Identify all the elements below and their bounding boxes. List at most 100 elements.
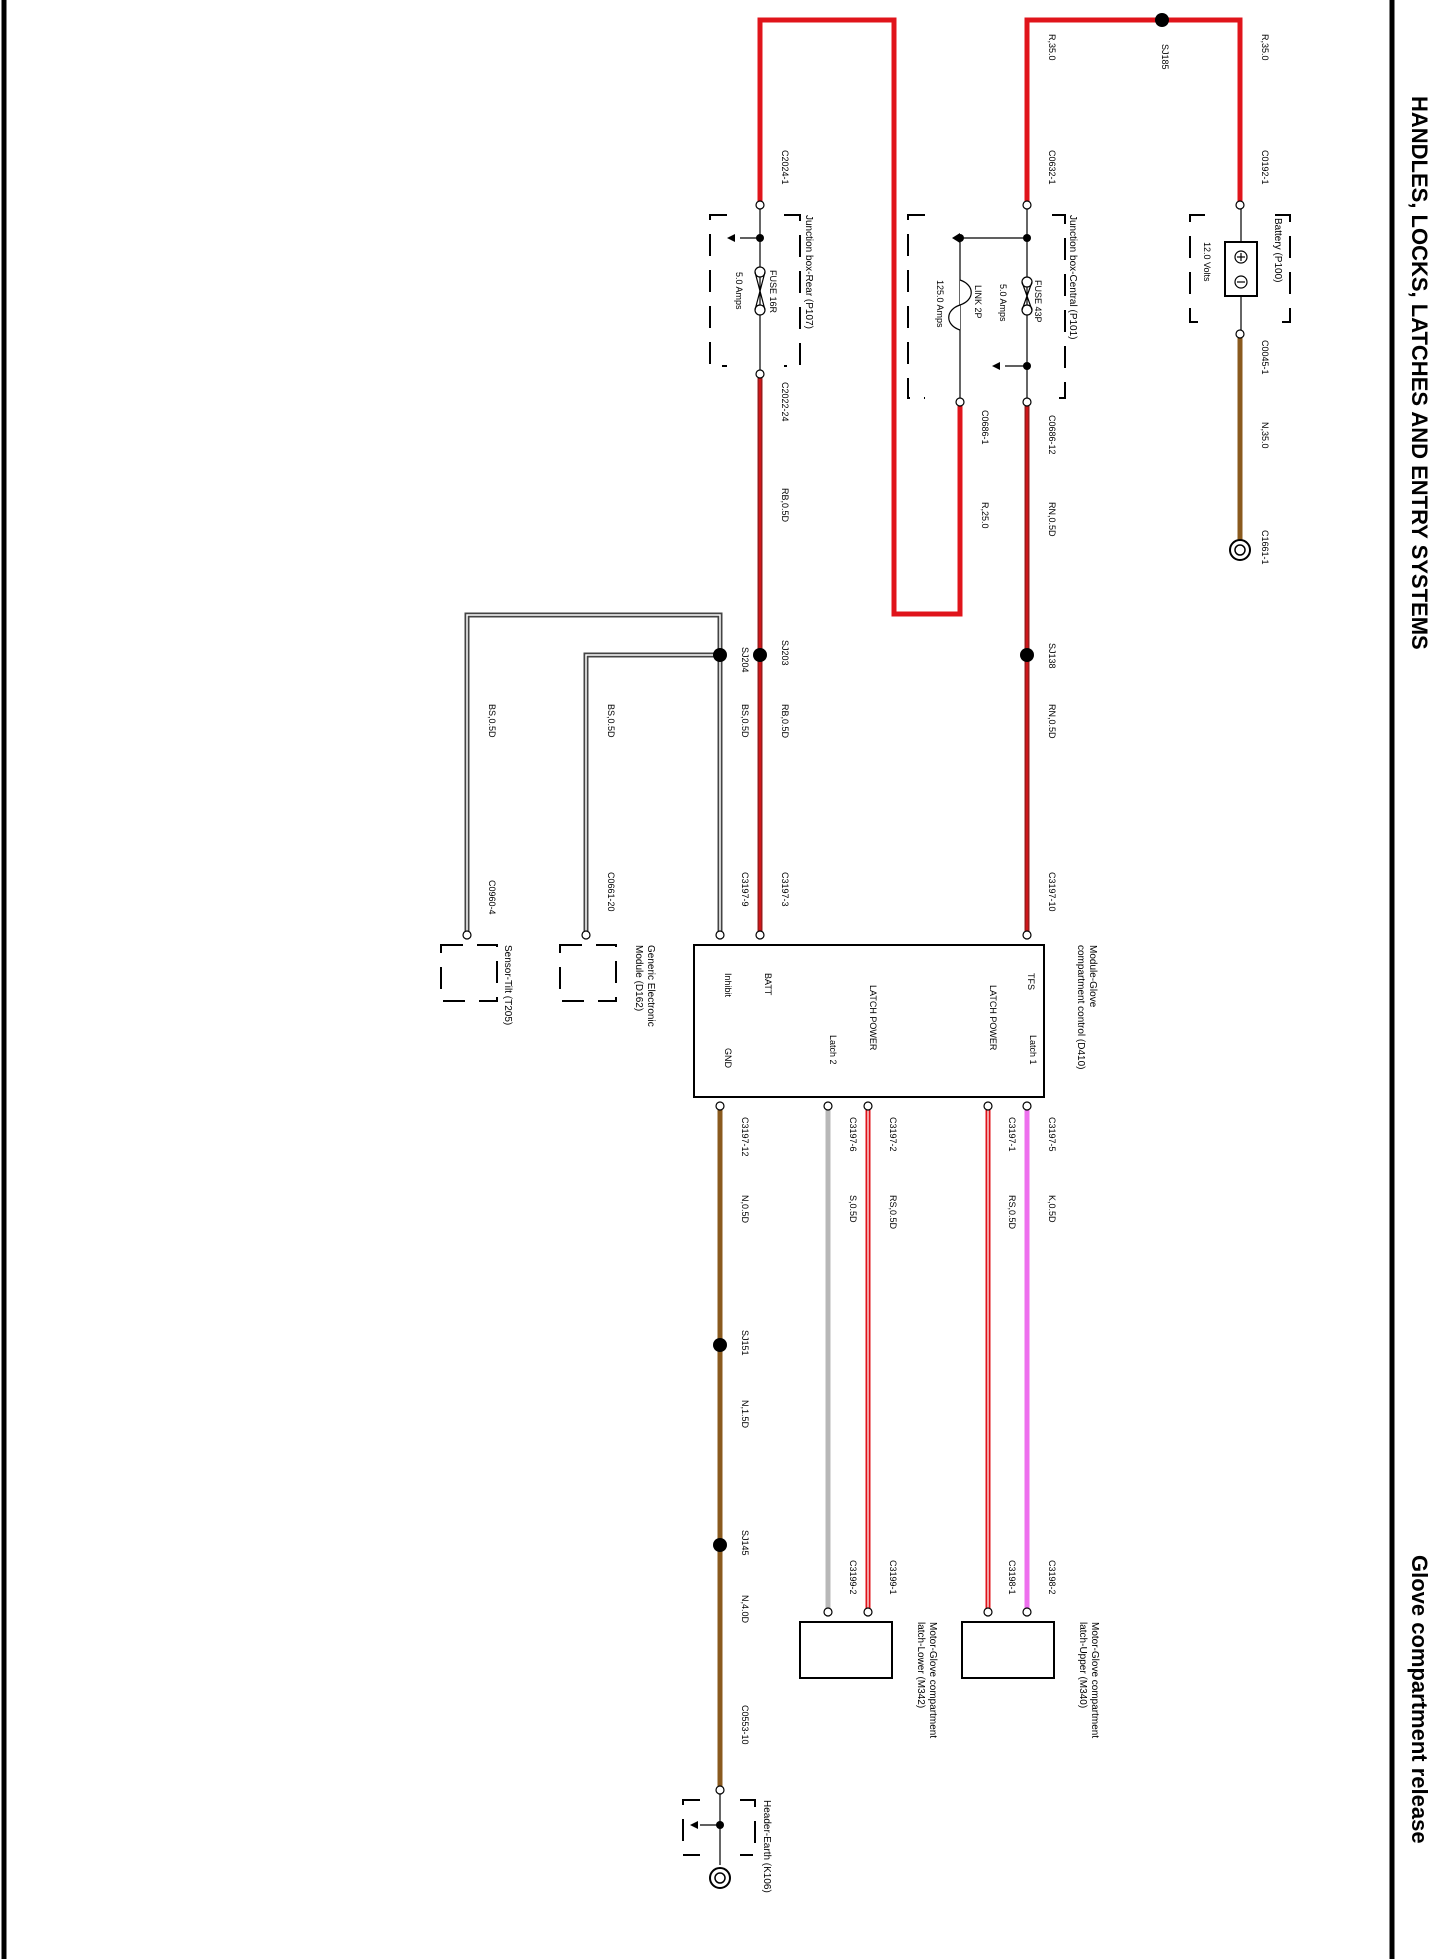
- wire-label-n-2: N,1.5D: [740, 1400, 750, 1429]
- link-2p-rating: 125.0 Amps: [935, 280, 945, 328]
- pin-c3199-2: [823, 1607, 833, 1617]
- wire-label-n35: N,35.0: [1260, 422, 1270, 449]
- battery-name: Battery (P100): [1272, 218, 1283, 282]
- wire-bs-gem: [583, 652, 720, 935]
- battery-voltage: 12.0 Volts: [1202, 242, 1212, 282]
- wire-label-r25: R,25.0: [980, 502, 990, 529]
- fuse-16r-label: FUSE 16R: [768, 270, 778, 314]
- arrow-icon: [952, 233, 960, 243]
- pin-label-c3197-3: C3197-3: [780, 872, 790, 907]
- wire-label-r35-b: R,35.0: [1047, 34, 1057, 61]
- ground-symbol-battery: [1229, 539, 1251, 561]
- pin-label-c3197-2: C3197-2: [888, 1117, 898, 1152]
- module-label-batt: BATT: [763, 973, 773, 996]
- pin-label-c3197-12: C3197-12: [740, 1117, 750, 1157]
- ground-symbol-earth: [709, 1867, 731, 1889]
- pin-c0686-12: [1022, 397, 1032, 407]
- pin-label-c3197-6: C3197-6: [848, 1117, 858, 1152]
- pin-label-c3197-1: C3197-1: [1007, 1117, 1017, 1152]
- splice-sj138: [1020, 648, 1034, 662]
- module-name-line1: Module-Glove: [1087, 945, 1098, 1008]
- wire-label-s: S,0.5D: [848, 1195, 858, 1223]
- pin-label-c0960-4: C0960-4: [487, 880, 497, 915]
- pin-label-c0192-1: C0192-1: [1260, 150, 1270, 185]
- pin-c3197-9: [715, 930, 725, 940]
- link-2p-label: LINK 2P: [973, 285, 983, 319]
- wire-label-rs-1: RS,0.5D: [1007, 1195, 1017, 1230]
- wire-r35-rear-feed: [757, 17, 963, 617]
- pin-label-c3197-9: C3197-9: [740, 872, 750, 907]
- arrow-icon: [727, 234, 735, 242]
- gem-name-line2: Module (D162): [633, 945, 644, 1011]
- pin-label-c0661-20: C0661-20: [606, 872, 616, 912]
- pin-label-c1661-1: C1661-1: [1260, 530, 1270, 565]
- splice-label-sj203: SJ203: [780, 640, 790, 666]
- wire-label-rb-1: RB,0.5D: [780, 488, 790, 523]
- pin-c3198-2: [1022, 1607, 1032, 1617]
- pin-label-c3197-5: C3197-5: [1047, 1117, 1057, 1152]
- fuse-43p-icon: [1021, 276, 1033, 316]
- wire-label-bs-gem: BS,0.5D: [606, 704, 616, 738]
- junction-box-central: Junction box-Central (P101) FUSE 43P 5.0…: [907, 205, 1078, 402]
- gem-box: [559, 944, 617, 1002]
- pin-label-c3199-1: C3199-1: [888, 1560, 898, 1595]
- junction-box-rear: Junction box-Rear (P107) FUSE 16R 5.0 Am…: [709, 205, 814, 374]
- module-glove-box: [693, 944, 1045, 1098]
- pin-c0632-1: [1022, 200, 1032, 210]
- pin-label-c3198-1: C3198-1: [1007, 1560, 1017, 1595]
- pin-label-c2024-1: C2024-1: [780, 150, 790, 185]
- module-label-latch1: Latch 1: [1028, 1035, 1038, 1065]
- circuit-title: Glove compartment release: [1407, 1555, 1432, 1844]
- jb-central-name: Junction box-Central (P101): [1067, 215, 1078, 340]
- wire-label-rb-2: RB,0.5D: [780, 704, 790, 739]
- gem-name-line1: Generic Electronic: [645, 945, 656, 1027]
- pin-c3197-5: [1022, 1101, 1032, 1111]
- earth-name: Header-Earth (K106): [761, 1800, 772, 1893]
- pin-label-c2022-24: C2022-24: [780, 382, 790, 422]
- fuse-43p-label: FUSE 43P: [1033, 280, 1043, 323]
- wire-bs-tilt: [464, 612, 723, 935]
- wire-label-k: K,0.5D: [1047, 1195, 1057, 1223]
- splice-sj203: [753, 648, 767, 662]
- module-label-tfs: TFS: [1026, 973, 1036, 990]
- link-2p-icon: [948, 279, 972, 331]
- motor-upper-name-line2: latch-Upper (M340): [1077, 1622, 1088, 1708]
- module-label-inhibit: Inhibit: [723, 973, 733, 998]
- fuse-43p-rating: 5.0 Amps: [998, 284, 1008, 322]
- fuse-16r-rating: 5.0 Amps: [734, 272, 744, 310]
- pin-label-c0686-12: C0686-12: [1047, 415, 1057, 455]
- module-name-line2: compartment control (D410): [1075, 945, 1086, 1070]
- system-title: HANDLES, LOCKS, LATCHES AND ENTRY SYSTEM…: [1407, 96, 1432, 650]
- tilt-sensor-box: [440, 944, 498, 1002]
- pin-label-c3197-10: C3197-10: [1047, 872, 1057, 912]
- pin-c3197-12: [715, 1101, 725, 1111]
- motor-upper-box: [961, 1621, 1055, 1679]
- wire-label-n-1: N,0.5D: [740, 1195, 750, 1224]
- pin-c0045-1: [1235, 329, 1245, 339]
- splice-sj145: [713, 1538, 727, 1552]
- motor-upper-name-line1: Motor-Glove compartment: [1089, 1622, 1100, 1738]
- pin-label-c3198-2: C3198-2: [1047, 1560, 1057, 1595]
- motor-lower-name-line1: Motor-Glove compartment: [927, 1622, 938, 1738]
- wire-label-rn-2: RN,0.5D: [1047, 704, 1057, 739]
- arrow-icon: [690, 1821, 698, 1829]
- pin-c3199-1: [863, 1607, 873, 1617]
- module-label-latch2: Latch 2: [828, 1035, 838, 1065]
- pin-c2022-24: [755, 369, 765, 379]
- splice-label-sj138: SJ138: [1047, 643, 1057, 669]
- splice-sj185: [1155, 13, 1169, 27]
- motor-lower-name-line2: latch-Lower (M342): [915, 1622, 926, 1708]
- pin-c0661-20: [581, 930, 591, 940]
- wire-label-r35-a: R,35.0: [1260, 34, 1270, 61]
- module-label-latch-power-2: LATCH POWER: [868, 985, 878, 1051]
- jb-rear-name: Junction box-Rear (P107): [803, 215, 814, 329]
- motor-lower-box: [799, 1621, 893, 1679]
- module-label-gnd: GND: [723, 1048, 733, 1069]
- arrow-icon: [992, 362, 1000, 370]
- wire-r35-battery-feed: [1024, 17, 1243, 205]
- wire-label-bs-tilt: BS,0.5D: [487, 704, 497, 738]
- wire-label-n-3: N,4.0D: [740, 1595, 750, 1624]
- wire-label-rs-2: RS,0.5D: [888, 1195, 898, 1230]
- pin-label-c0686-1: C0686-1: [980, 410, 990, 445]
